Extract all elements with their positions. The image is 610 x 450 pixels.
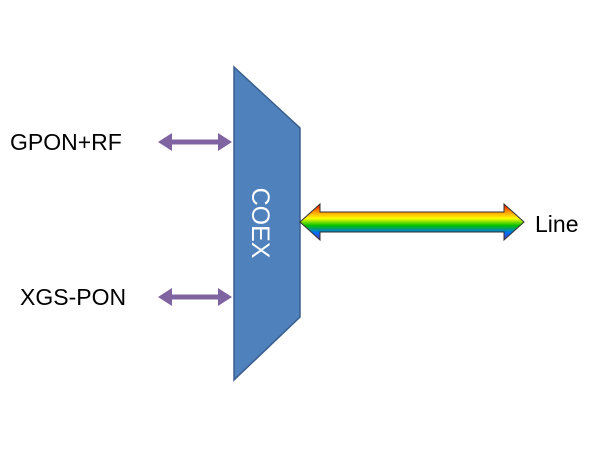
line-spectrum-arrow — [299, 202, 525, 242]
xgs-pon-label: XGS-PON — [20, 284, 126, 310]
coex-block — [233, 65, 301, 382]
gpon-rf-arrow — [158, 133, 232, 151]
xgs-pon-arrow — [158, 288, 232, 306]
coex-label: COEX — [246, 188, 274, 259]
line-label: Line — [535, 211, 578, 237]
gpon-rf-label: GPON+RF — [10, 129, 122, 155]
